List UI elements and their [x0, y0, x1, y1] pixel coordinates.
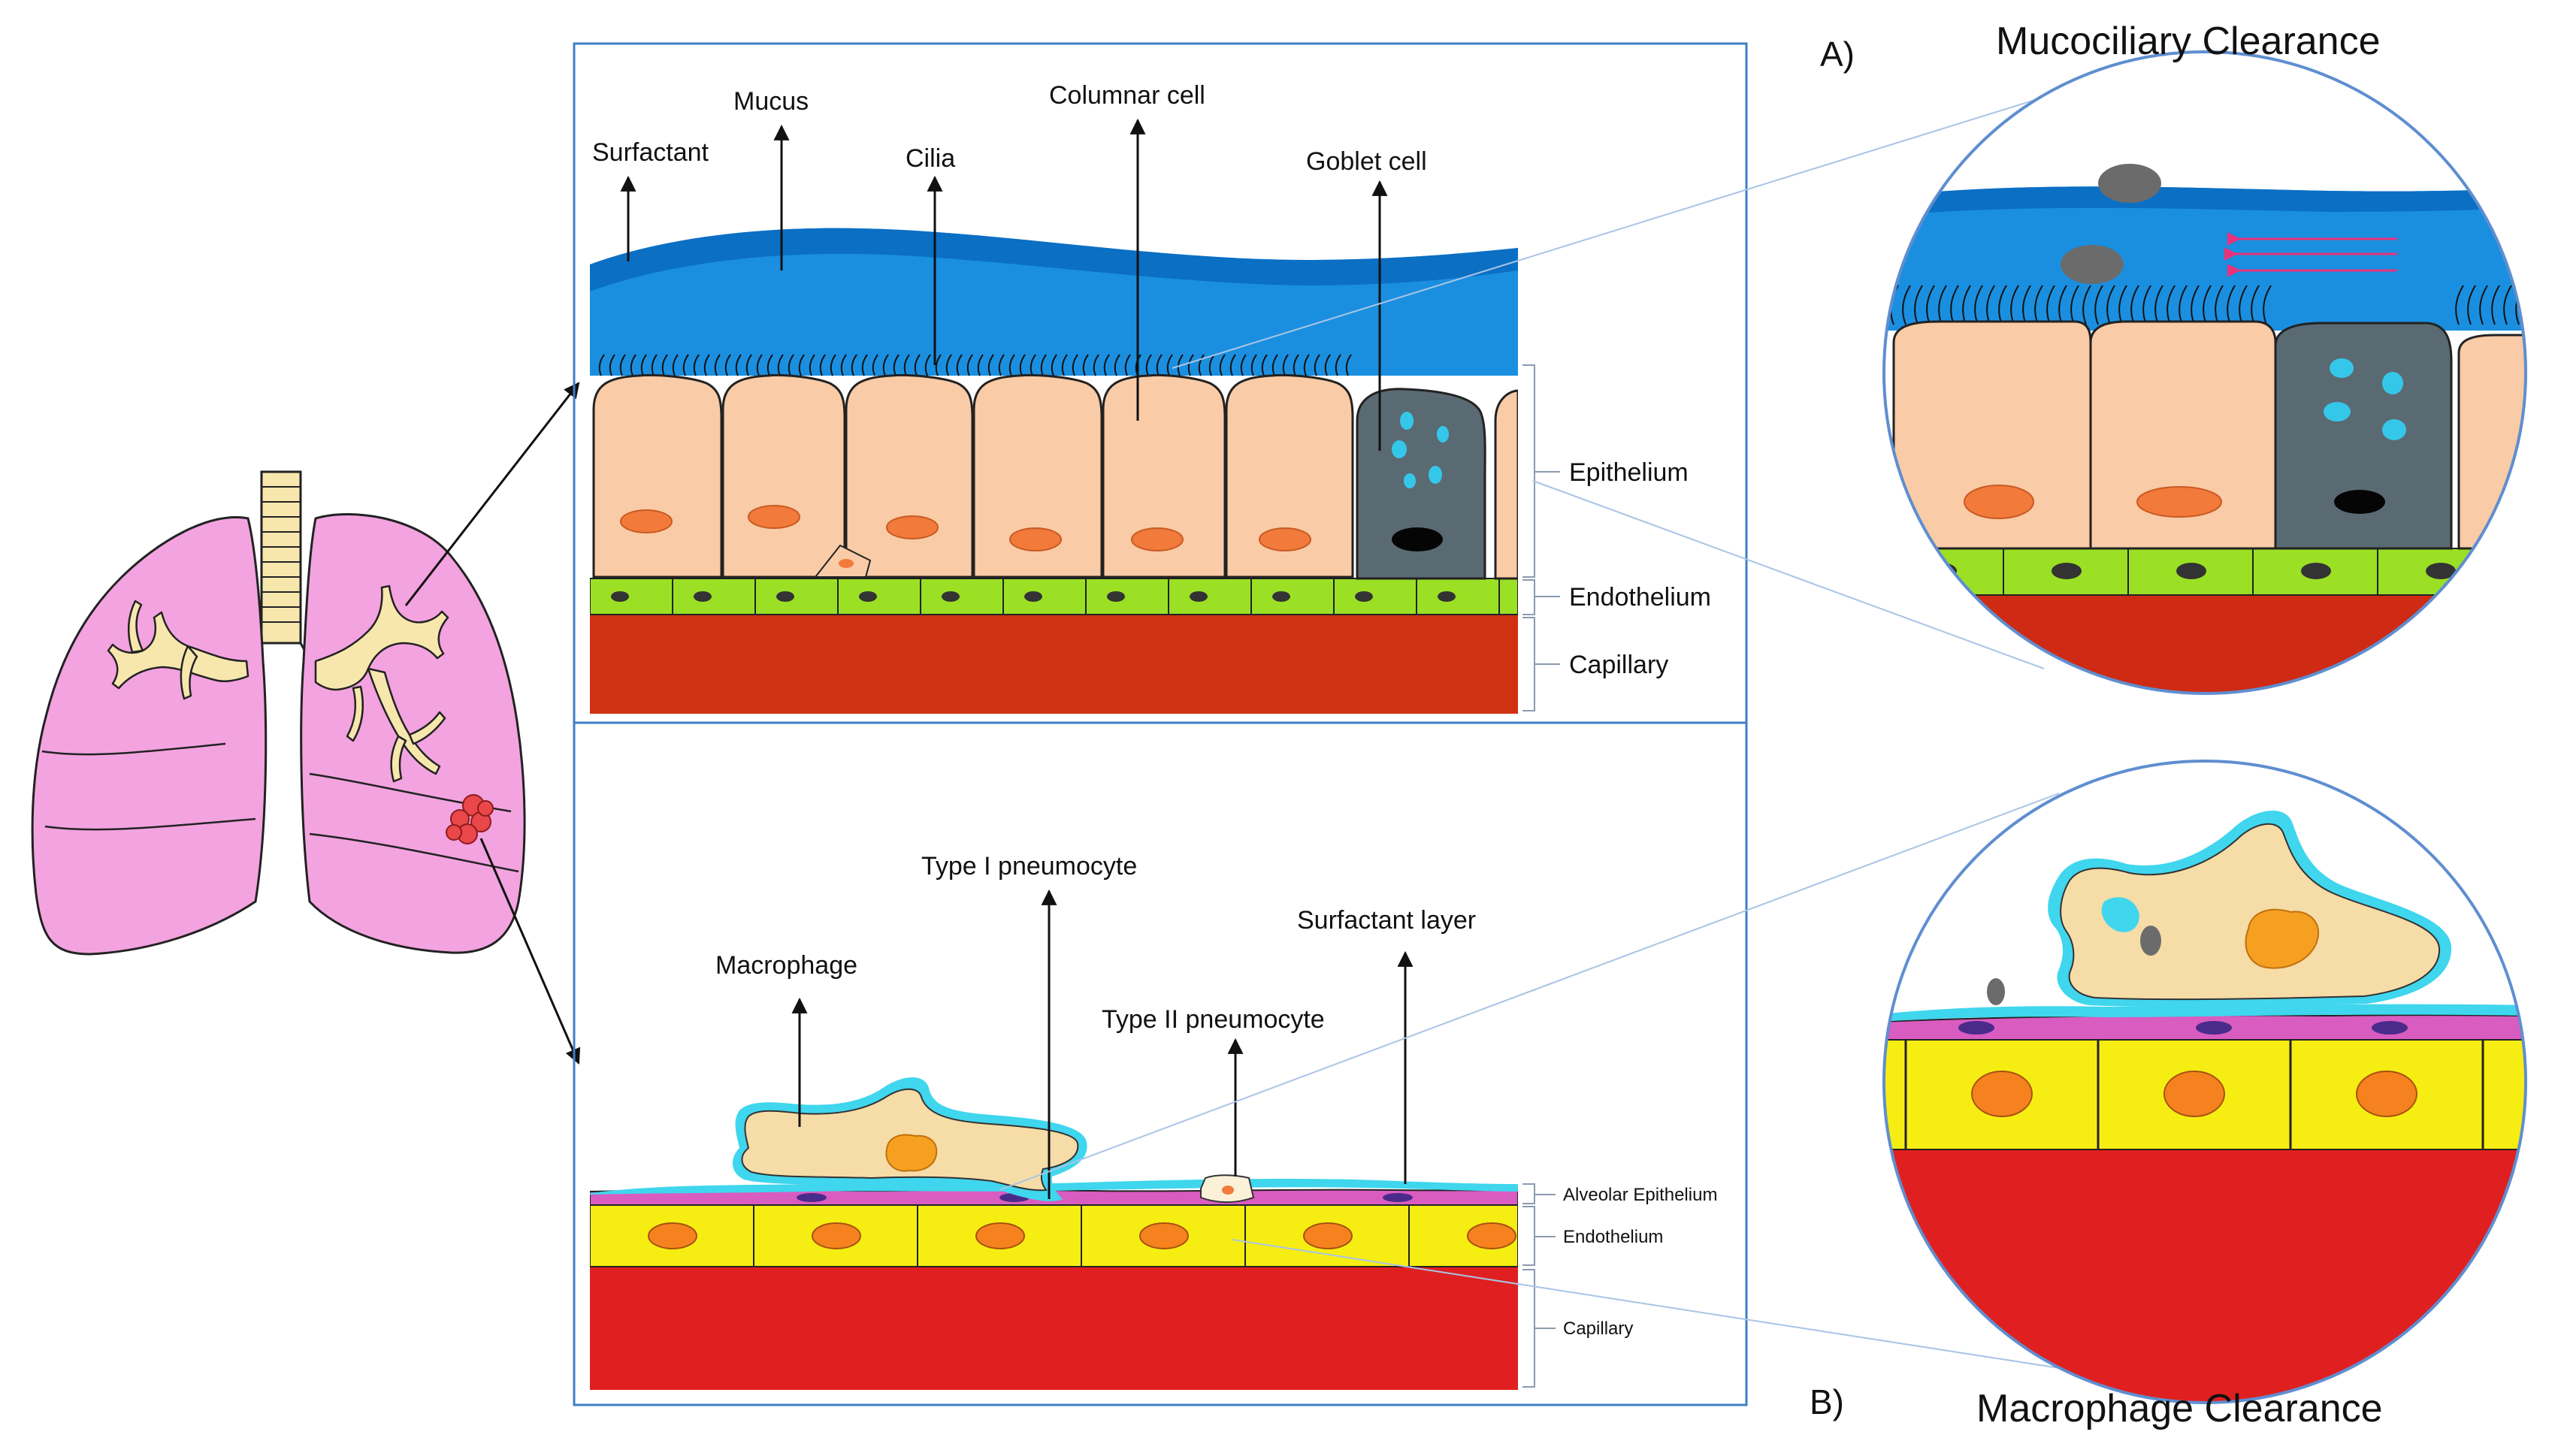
zoom-endothelium	[1904, 1040, 2484, 1149]
layer-alveolar-epithelium: Alveolar Epithelium	[1563, 1185, 1717, 1205]
label-cilia: Cilia	[906, 144, 955, 173]
label-mucus: Mucus	[733, 87, 809, 116]
trachea	[245, 470, 317, 671]
columnar-cell	[1225, 374, 1354, 578]
endothelium-layer	[590, 578, 1500, 615]
zoom-a-title: Mucociliary Clearance	[1996, 20, 2381, 63]
zoom-macrophage: B) Macrophage Clearance	[1810, 760, 2527, 1430]
particle	[2140, 926, 2161, 956]
alveolus-panel: Type I pneumocyte Macrophage Type II pne…	[590, 852, 1717, 1390]
bronchial-tree	[314, 585, 449, 783]
particle	[2061, 245, 2124, 284]
left-lung	[31, 516, 268, 956]
label-type-1-pneumocyte: Type I pneumocyte	[921, 852, 1137, 881]
label-macrophage: Macrophage	[715, 951, 857, 980]
label-goblet-cell: Goblet cell	[1306, 147, 1427, 176]
tumor-nodule	[446, 794, 494, 844]
label-type-2-pneumocyte: Type II pneumocyte	[1102, 1005, 1325, 1034]
capillary-layer	[590, 1267, 1518, 1390]
type-2-pneumocyte	[1200, 1174, 1255, 1204]
cilia	[598, 354, 1352, 376]
label-surfactant-layer: Surfactant layer	[1297, 906, 1476, 935]
columnar-cell	[721, 374, 846, 578]
label-surfactant: Surfactant	[592, 138, 709, 167]
columnar-cell	[845, 374, 974, 578]
zoom-b-title: Macrophage Clearance	[1976, 1387, 2383, 1430]
panel-frame	[573, 42, 1748, 1406]
columnar-cells	[592, 374, 1354, 578]
capillary-layer	[590, 615, 1518, 714]
layer-capillary: Capillary	[1569, 651, 1668, 679]
zoom-a-letter: A)	[1820, 35, 1855, 74]
columnar-cell	[972, 374, 1103, 578]
surfactant-layer	[590, 1178, 1518, 1195]
layer-epithelium: Epithelium	[1569, 458, 1689, 487]
layer-capillary-bottom: Capillary	[1563, 1319, 1633, 1339]
macrophage	[732, 1077, 1087, 1201]
goblet-cell	[1356, 388, 1486, 580]
zoom-b-letter: B)	[1810, 1382, 1844, 1421]
airway-panel: Surfactant Mucus Cilia Columnar cell Gob…	[590, 81, 1711, 714]
lungs-illustration	[31, 382, 581, 1065]
endothelium-layer	[590, 1205, 1516, 1267]
particle	[1987, 978, 2005, 1005]
layer-endothelium: Endothelium	[1569, 583, 1711, 612]
zoom-mucociliary: A) Mucociliary Clearance	[1820, 20, 2527, 695]
columnar-cell	[1102, 374, 1226, 578]
label-columnar-cell: Columnar cell	[1049, 81, 1205, 110]
arrow-to-airway-panel	[404, 382, 580, 606]
layer-endothelium-bottom: Endothelium	[1563, 1227, 1663, 1247]
columnar-cell	[592, 374, 723, 578]
bronchial-tree	[107, 600, 249, 700]
particle	[2098, 164, 2161, 203]
arrow-to-alveolus-panel	[479, 838, 581, 1065]
